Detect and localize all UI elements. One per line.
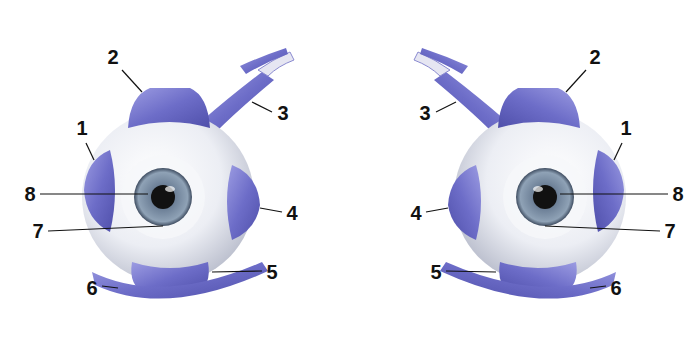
- callout-number: 3: [419, 103, 430, 123]
- callout-number: 2: [107, 47, 118, 67]
- callout-number: 5: [266, 262, 277, 282]
- callout-number: 6: [86, 278, 97, 298]
- callout-number: 8: [24, 184, 35, 204]
- left-eye: [40, 48, 294, 299]
- callout-number: 3: [277, 103, 288, 123]
- callout-number: 7: [664, 221, 675, 241]
- callout-number: 7: [32, 221, 43, 241]
- callout-number: 1: [76, 118, 87, 138]
- callout-number: 8: [672, 184, 683, 204]
- callout-number: 2: [589, 47, 600, 67]
- callout-number: 5: [430, 262, 441, 282]
- right-eye: [414, 48, 668, 299]
- callout-number: 1: [620, 118, 631, 138]
- callout-number: 4: [286, 203, 297, 223]
- callout-number: 6: [610, 278, 621, 298]
- callout-number: 4: [410, 203, 421, 223]
